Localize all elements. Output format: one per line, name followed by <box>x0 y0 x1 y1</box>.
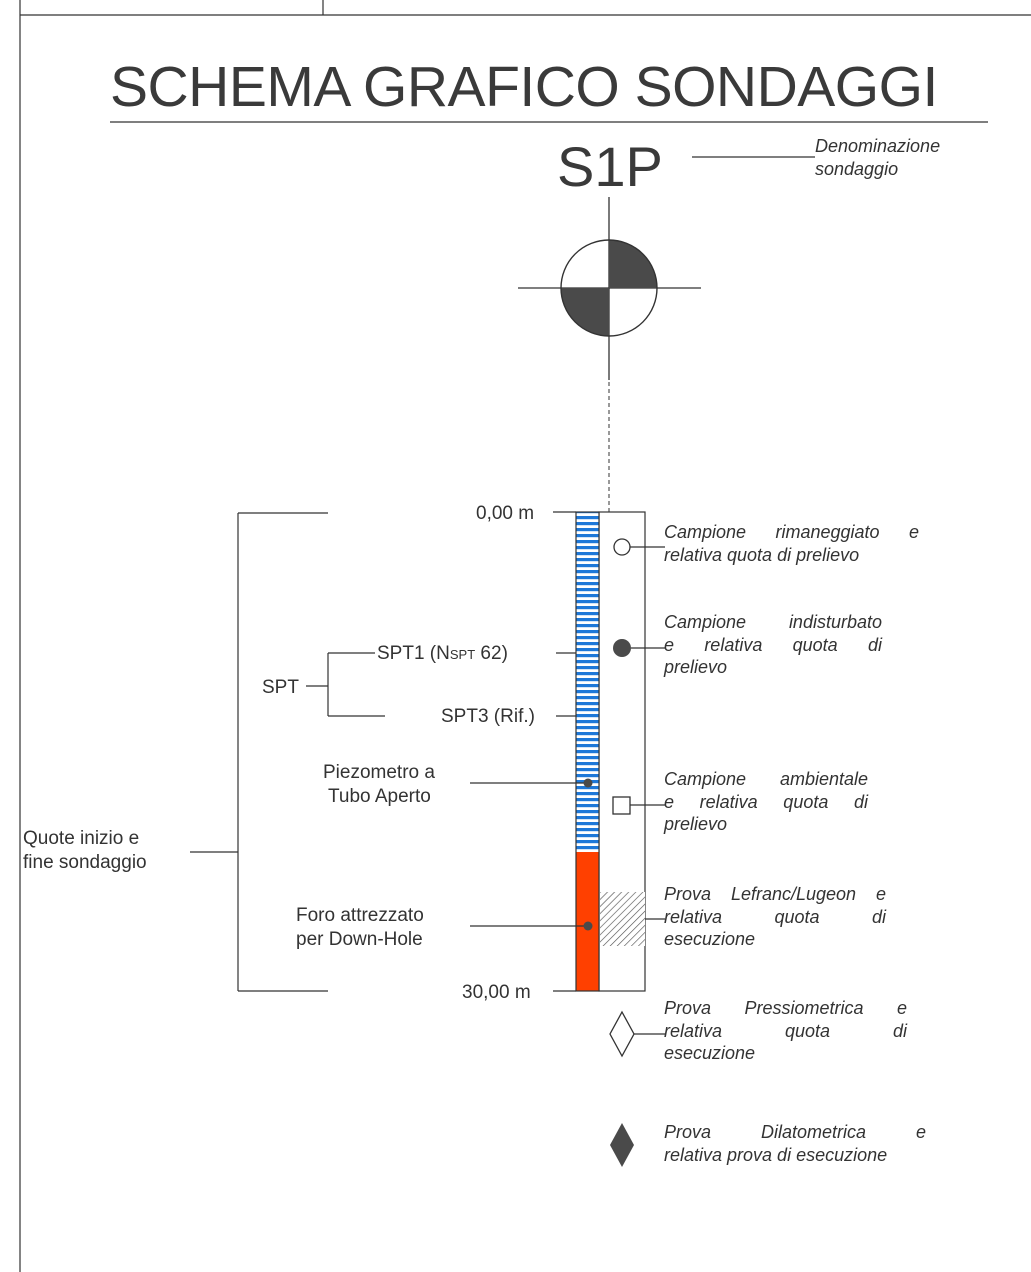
page-title: SCHEMA GRAFICO SONDAGGI <box>110 55 938 119</box>
spt1-label: SPT1 (NSPT 62) <box>377 643 508 664</box>
piezometer-marker <box>470 778 593 788</box>
bottom-depth-label: 30,00 m <box>462 982 531 1003</box>
environmental-sample-icon <box>612 796 665 815</box>
upper-layer <box>576 512 599 852</box>
legend-environmental-sample: Campione ambientale e relativa quota di … <box>664 769 868 834</box>
borehole-location-icon <box>518 197 701 380</box>
legend-dilatometer-test: Prova Dilatometrica e relativa prova di … <box>664 1122 926 1165</box>
depth-range-label: Quote inizio e fine sondaggio <box>23 828 147 873</box>
downhole-label: Foro attrezzato per Down-Hole <box>296 905 424 950</box>
spt-bracket <box>306 652 576 717</box>
borehole-name: S1P <box>557 135 663 198</box>
lefranc-test-icon <box>600 892 665 946</box>
borehole-name-label: Denominazione sondaggio <box>815 136 941 179</box>
spt3-label: SPT3 (Rif.) <box>441 706 535 727</box>
disturbed-sample-icon <box>613 538 665 556</box>
top-depth-label: 0,00 m <box>476 503 535 524</box>
strat-column-border <box>575 511 600 992</box>
lower-layer <box>576 852 599 991</box>
legend-pressuremeter-test: Prova Pressiometrica e relativa quota di… <box>664 998 907 1063</box>
undisturbed-sample-icon <box>613 639 665 657</box>
pressuremeter-test-icon <box>609 1010 665 1058</box>
dilatometer-test-icon <box>610 1123 634 1167</box>
legend-disturbed-sample: Campione rimaneggiato e relativa quota d… <box>664 522 919 565</box>
downhole-marker <box>470 921 593 931</box>
spt-group-label: SPT <box>262 677 299 698</box>
legend-lefranc-test: Prova Lefranc/Lugeon e relativa quota di… <box>664 884 886 949</box>
depth-range-bracket <box>190 512 328 992</box>
piezometer-label: Piezometro a Tubo Aperto <box>323 762 435 807</box>
legend-undisturbed-sample: Campione indisturbato e relativa quota d… <box>664 612 882 677</box>
